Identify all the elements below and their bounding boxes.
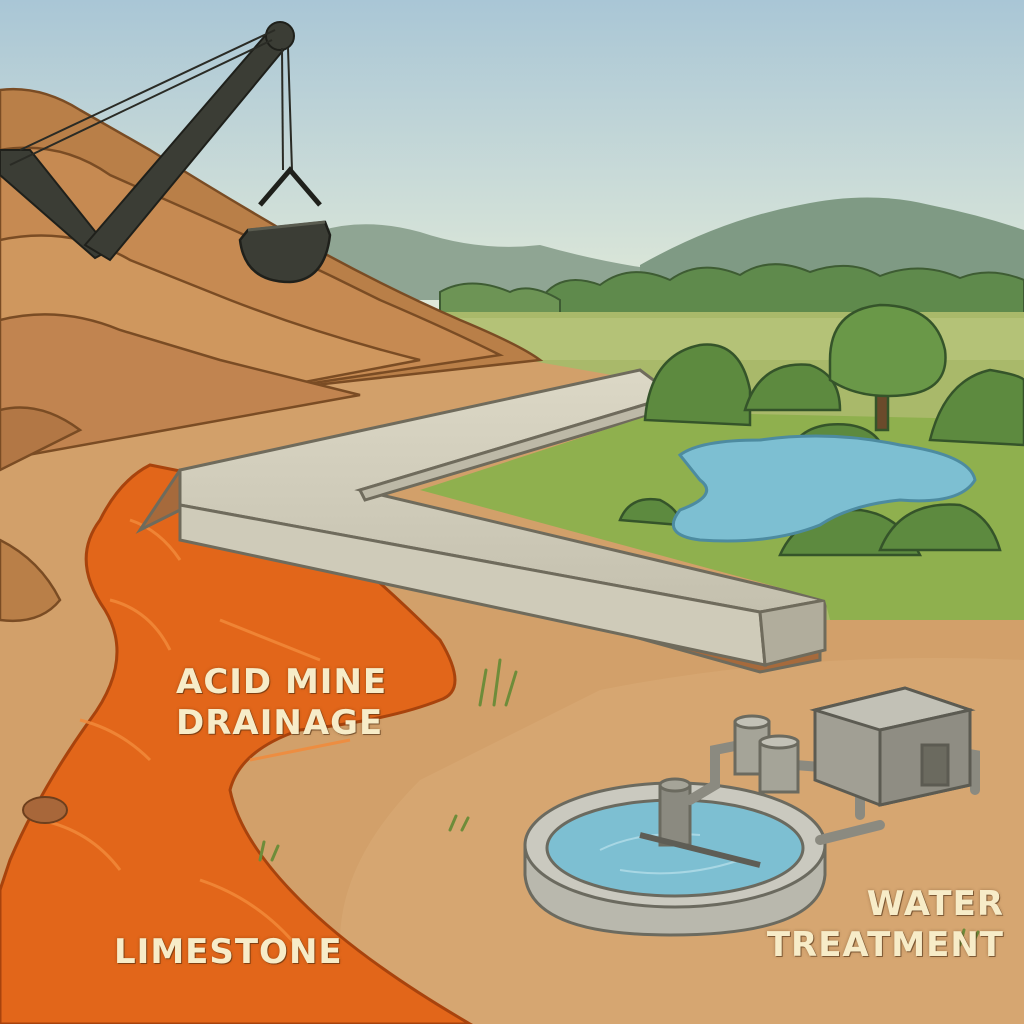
grass-tufts [258, 658, 980, 947]
dragline-excavator-icon [0, 21, 295, 262]
treeline [439, 263, 1024, 319]
acid-mine-drainage-label-line-2: DRAINAGE [176, 702, 384, 743]
acid-mine-drainage-stream [0, 463, 473, 1024]
treatment-building-icon [809, 686, 976, 807]
limestone-wall [135, 368, 827, 674]
acid-mine-drainage-label-line-1: ACID MINE [176, 662, 388, 702]
tree-icon [828, 303, 947, 432]
limestone-label-text: LIMESTONE [114, 932, 343, 972]
bucket-icon [238, 166, 332, 284]
water-treatment-label-line-1: WATER [866, 884, 1004, 924]
rock [22, 796, 68, 824]
storage-tanks [733, 714, 800, 794]
clarifier-tank-icon [523, 777, 827, 937]
pond [671, 434, 977, 543]
water-treatment-label: WATER TREATMENT [767, 884, 1004, 966]
acid-mine-drainage-label: ACID MINE DRAINAGE [176, 662, 387, 744]
water-treatment-label-line-2: TREATMENT [766, 924, 1004, 965]
limestone-label: LIMESTONE [114, 932, 343, 973]
